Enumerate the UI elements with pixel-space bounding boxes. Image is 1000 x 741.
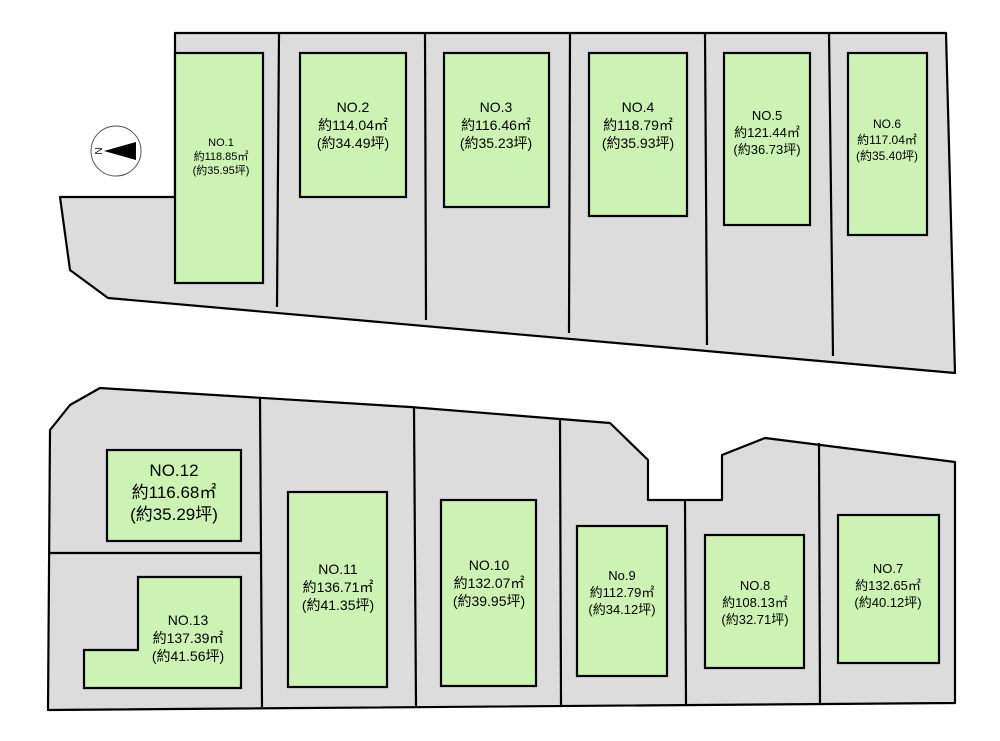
lot-4-buildable [587, 51, 689, 218]
lot-boundary [558, 419, 563, 706]
lot-area-tsubo: (約35.93坪) [602, 135, 674, 151]
lot-6-buildable [846, 51, 929, 237]
lot-number: NO.4 [622, 99, 655, 115]
lot-area-tsubo: (約35.29坪) [130, 505, 218, 524]
lot-area-m2: 約112.79㎡ [590, 585, 655, 600]
lot-number: NO.13 [168, 612, 209, 628]
lot-13-buildable [82, 575, 243, 690]
lot-number: NO.6 [873, 117, 901, 131]
lot-number: NO.3 [480, 99, 513, 115]
lot-area-tsubo: (約35.40坪) [856, 148, 918, 163]
lot-area-tsubo: (約41.56坪) [152, 648, 224, 664]
lot-boundary [683, 499, 688, 705]
lot-boundary [412, 406, 418, 707]
lot-area-tsubo: (約34.49坪) [317, 135, 389, 151]
lot-area-tsubo: (約32.71坪) [721, 612, 788, 627]
lot-2-label: NO.2 約114.04㎡ (約34.49坪) [317, 99, 389, 151]
lot-13-label: NO.13 約137.39㎡ (約41.56坪) [152, 612, 224, 664]
lot-boundary [567, 32, 572, 334]
north-letter: N [94, 147, 105, 154]
lot-9-buildable [575, 524, 669, 678]
lot-12-label: NO.12 約116.68㎡ (約35.29坪) [130, 461, 218, 524]
lot-5-label: NO.5 約121.44㎡ (約36.73坪) [733, 108, 800, 157]
lot-number: NO.2 [337, 99, 370, 115]
lot-area-m2: 約132.65㎡ [855, 578, 921, 593]
lot-area-tsubo: (約41.35坪) [302, 597, 374, 613]
lot-area-m2: 約108.13㎡ [722, 595, 788, 610]
lot-11-label: NO.11 約136.71㎡ (約41.35坪) [302, 561, 374, 613]
lot-11-buildable [286, 490, 389, 689]
lot-boundary [827, 32, 835, 357]
lot-number: NO.11 [318, 561, 358, 577]
north-arrow-icon: N [90, 125, 142, 177]
lot-5-buildable [722, 51, 812, 227]
lot-number: NO.5 [752, 108, 782, 123]
lot-boundary [703, 32, 709, 346]
lot-8-label: NO.8 約108.13㎡ (約32.71坪) [721, 578, 788, 627]
lot-boundary [275, 32, 281, 308]
lot-7-buildable [836, 513, 941, 665]
lot-boundary [817, 442, 822, 704]
lot-area-m2: 約121.44㎡ [734, 125, 800, 140]
lot-7-label: NO.7 約132.65㎡ (約40.12坪) [854, 561, 921, 610]
lot-number: NO.8 [740, 578, 770, 593]
lot-area-tsubo: (約35.23坪) [460, 135, 532, 151]
lot-area-m2: 約116.46㎡ [461, 117, 531, 133]
lot-area-m2: 約116.68㎡ [132, 483, 217, 502]
lot-number: NO.10 [469, 557, 510, 573]
lot-area-m2: 約117.04㎡ [857, 132, 917, 147]
lot-area-m2: 約136.71㎡ [303, 579, 374, 595]
lot-area-m2: 約114.04㎡ [318, 117, 388, 133]
lot-8-buildable [703, 533, 806, 670]
lot-9-label: No.9 約112.79㎡ (約34.12坪) [588, 568, 655, 617]
lot-1-buildable [173, 51, 265, 285]
lot-2-buildable [298, 51, 408, 199]
lot-1-label: NO.1 約118.85㎡ (約35.95坪) [193, 137, 250, 177]
lot-area-m2: 約132.07㎡ [454, 575, 525, 591]
lot-12-buildable [105, 448, 243, 543]
lot-3-buildable [442, 51, 551, 209]
lot-area-tsubo: (約39.95坪) [453, 593, 525, 609]
lot-area-tsubo: (約35.95坪) [193, 163, 250, 177]
lot-area-m2: 約137.39㎡ [153, 630, 224, 646]
lot-area-m2: 約118.79㎡ [603, 117, 673, 133]
lot-area-tsubo: (約34.12坪) [588, 602, 655, 617]
lot-number: No.9 [608, 568, 635, 583]
lot-boundary [423, 32, 428, 321]
lot-3-label: NO.3 約116.46㎡ (約35.23坪) [460, 99, 532, 151]
lot-number: NO.7 [873, 561, 903, 576]
lot-6-label: NO.6 約117.04㎡ (約35.40坪) [856, 117, 918, 163]
lot-number: NO.1 [208, 137, 234, 149]
lot-10-label: NO.10 約132.07㎡ (約39.95坪) [453, 557, 525, 609]
lot-number: NO.12 [149, 461, 198, 480]
lot-area-m2: 約118.85㎡ [194, 149, 249, 163]
lot-10-buildable [439, 498, 538, 688]
lot-4-label: NO.4 約118.79㎡ (約35.93坪) [602, 99, 674, 151]
lot-area-tsubo: (約36.73坪) [733, 142, 800, 157]
lot-area-tsubo: (約40.12坪) [854, 595, 921, 610]
